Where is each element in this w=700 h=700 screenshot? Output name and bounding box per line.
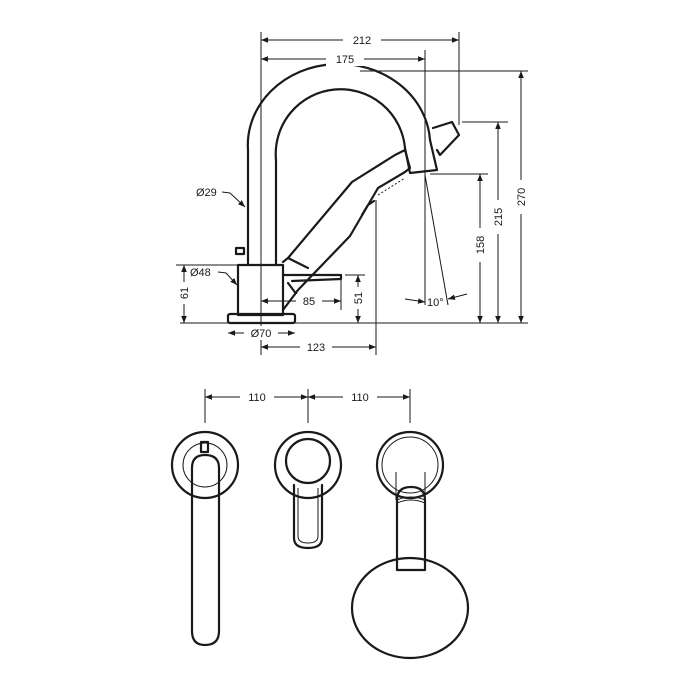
dim-spout-reach: 175 xyxy=(336,54,354,66)
dim-handshower-offset: 123 xyxy=(307,342,325,354)
lever xyxy=(281,273,343,297)
spout-top-view xyxy=(170,430,240,647)
dim-overall-height: 270 xyxy=(516,188,528,206)
dim-pipe-diameter: Ø29 xyxy=(196,187,217,199)
dim-overall-reach: 212 xyxy=(353,35,371,47)
side-view: 212 175 270 215 158 61 51 85 Ø70 123 Ø29… xyxy=(176,32,528,355)
dim-body-diameter: Ø48 xyxy=(190,267,211,279)
dim-lever-height: 51 xyxy=(353,292,365,304)
base-plate xyxy=(226,312,297,325)
dim-spout-outlet-height: 158 xyxy=(475,236,487,254)
diverter xyxy=(234,246,246,256)
mixer-top-view xyxy=(273,430,343,550)
dim-spacing-left: 110 xyxy=(248,392,266,404)
dim-handshower-height: 215 xyxy=(493,208,505,226)
top-view: 110 110 xyxy=(170,389,470,660)
spout-handshower-head xyxy=(431,120,461,157)
handshower xyxy=(281,148,412,312)
dim-base-diameter: Ø70 xyxy=(251,328,272,340)
dim-spray-angle: 10° xyxy=(427,297,444,309)
dim-lever-length: 85 xyxy=(303,296,315,308)
dim-spacing-right: 110 xyxy=(351,392,369,404)
dim-body-height: 61 xyxy=(179,287,191,299)
handshower-top-view xyxy=(350,430,470,660)
